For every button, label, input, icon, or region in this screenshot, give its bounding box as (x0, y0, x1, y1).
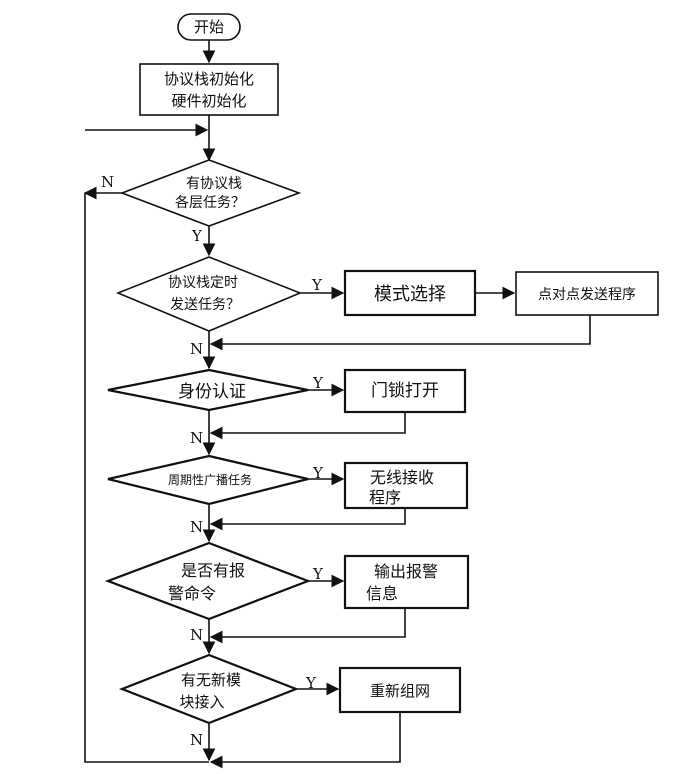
label-yes-timer: Y (311, 276, 323, 294)
process-reconnect: 重新组网 (338, 666, 462, 714)
process-mode-select: 模式选择 (343, 269, 477, 317)
process-door-open: 门锁打开 (343, 368, 467, 414)
decision-new-module-diamond (118, 653, 300, 725)
decision-periodic: 周期性广播任务 (107, 454, 309, 506)
init-node: 协议栈初始化 硬件初始化 (139, 63, 279, 116)
start-node: 开始 (177, 13, 241, 41)
wireless-recv-line2: 程序 (369, 488, 401, 507)
init-label-line1: 协议栈初始化 (164, 70, 254, 88)
decision-timer-line1: 协议栈定时 (168, 275, 238, 291)
decision-stack-line2: 各层任务？ (175, 195, 245, 211)
mode-select-box (343, 269, 477, 317)
door-open-label: 门锁打开 (371, 381, 439, 401)
label-yes-stack: Y (191, 227, 203, 245)
decision-stack-line1: 有协议栈 (186, 176, 242, 192)
decision-periodic-diamond (107, 454, 309, 506)
reconnect-box (338, 666, 462, 714)
label-no-periodic: N (190, 518, 203, 536)
edge-reconnect-return (209, 712, 401, 769)
decision-alarm-line2: 警命令 (168, 584, 216, 603)
edge-wireless-return (209, 508, 406, 531)
label-no-auth: N (190, 429, 203, 447)
process-alarm-output: 输出报警 信息 (343, 554, 470, 610)
edge-loop-back-bottom (84, 193, 209, 763)
decision-alarm-diamond (104, 541, 312, 621)
start-label: 开始 (194, 18, 224, 36)
decision-periodic-line1: 周期性广播任务 (168, 472, 252, 487)
p2p-send-box (515, 271, 659, 316)
edge-alarm-return (209, 608, 406, 644)
label-no-alarm: N (190, 626, 203, 644)
decision-auth: 身份认证 (107, 368, 309, 412)
alarm-output-box (343, 554, 470, 610)
edge-p2p-return (209, 315, 591, 351)
decision-alarm: 是否有报 警命令 (104, 541, 312, 621)
init-label-line2: 硬件初始化 (171, 92, 246, 110)
process-p2p-send: 点对点发送程序 (515, 271, 659, 316)
decision-stack-diamond (119, 159, 302, 227)
decision-timer-task: 协议栈定时 发送任务？ (115, 256, 303, 332)
edge-door-return (209, 412, 406, 440)
decision-auth-line1: 身份认证 (178, 382, 246, 402)
branch-labels: N Y Y N Y N Y N Y N Y N (101, 173, 324, 749)
label-no-timer: N (190, 340, 203, 358)
decision-new-module: 有无新模 块接入 (118, 653, 300, 725)
alarm-output-line1: 输出报警 (374, 562, 438, 581)
process-wireless-recv: 无线接收 程序 (343, 461, 469, 510)
label-yes-auth: Y (312, 374, 324, 392)
decision-auth-diamond (107, 368, 309, 412)
alarm-output-line2: 信息 (366, 584, 398, 603)
p2p-send-label: 点对点发送程序 (538, 287, 636, 303)
label-yes-new-module: Y (305, 674, 317, 692)
edges (83, 40, 591, 769)
decision-timer-diamond (115, 256, 303, 332)
decision-timer-line2: 发送任务？ (170, 297, 240, 313)
wireless-recv-line1: 无线接收 (370, 468, 434, 487)
wireless-recv-box (343, 461, 469, 510)
mode-select-label: 模式选择 (374, 284, 446, 305)
decision-alarm-line1: 是否有报 (181, 561, 245, 580)
init-box (139, 63, 279, 116)
door-open-box (343, 368, 467, 414)
decision-new-module-line1: 有无新模 (181, 671, 241, 689)
start-terminator (177, 13, 241, 41)
label-yes-periodic: Y (312, 464, 324, 482)
decision-stack-task: 有协议栈 各层任务？ (119, 159, 302, 227)
label-no-stack: N (101, 173, 114, 191)
label-no-new-module: N (190, 731, 203, 749)
label-yes-alarm: Y (312, 565, 324, 583)
reconnect-label: 重新组网 (370, 682, 430, 700)
decision-new-module-line2: 块接入 (179, 693, 224, 711)
